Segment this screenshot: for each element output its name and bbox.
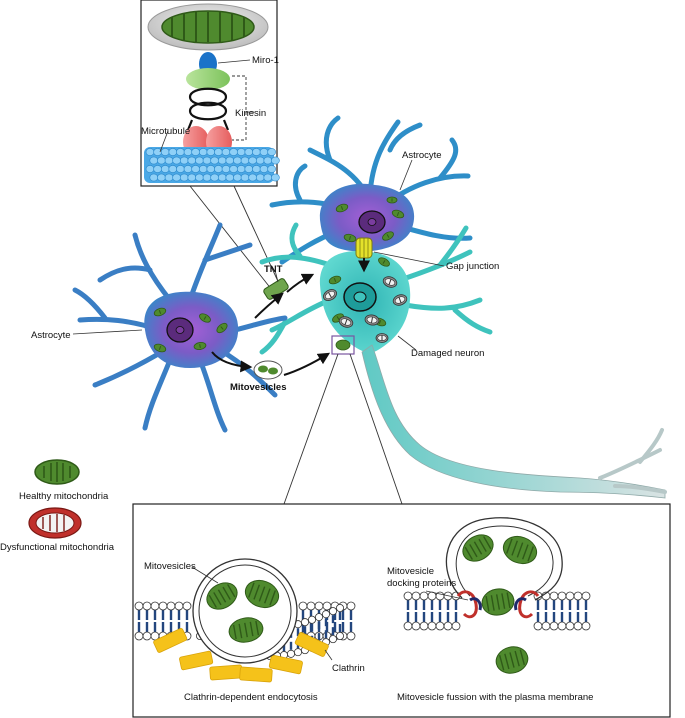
mitovesicle-endocytosis [192,558,298,664]
endocytosis-panel [132,503,671,718]
label-healthy-mitochondria: Healthy mitochondria [19,491,109,502]
healthy-mitochondrion [462,534,494,562]
healthy-mitochondrion [206,582,238,610]
mitochondria-in-vesicle-left [206,579,280,643]
tunneling-nanotube [263,278,289,300]
label-miro1: Miro-1 [252,55,279,66]
transport-inset [140,0,280,187]
legend [28,459,82,539]
healthy-mitochondrion [495,646,529,674]
healthy-mitochondrion [391,209,405,219]
damaged-neuron-dendrites [259,222,493,355]
healthy-mitochondrion [244,579,280,609]
inset-connector-right [233,185,283,291]
label-tnt: TNT [264,264,283,275]
docking-proteins [456,590,540,619]
mitochondria-fusion-right [462,534,538,674]
dysfunctional-mitochondrion [364,314,380,326]
healthy-mitochondrion [335,203,349,213]
axon-terminals [598,428,667,494]
label-docking-line1: Mitovesicle [387,566,434,577]
label-astrocyte-left: Astrocyte [31,330,71,341]
gap-junction [355,237,373,273]
healthy-mitochondrion [328,275,342,285]
healthy-mitochondrion [378,257,390,267]
label-dysfunctional-mitochondria: Dysfunctional mitochondria [0,542,115,553]
healthy-mitochondrion [228,617,264,643]
zoom-connector-right [349,353,403,505]
healthy-mitochondrion [343,233,357,243]
dysfunctional-mitochondrion [382,276,398,288]
healthy-mitochondrion [153,343,167,353]
dysfunctional-mitochondrion [323,289,337,301]
dysfunctional-mitochondrion [392,294,408,306]
healthy-mitochondrion [193,341,207,351]
label-gap-junction: Gap junction [446,261,499,272]
mitovesicle-fusion [445,517,563,601]
dysfunctional-mitochondrion [375,333,389,343]
label-astrocyte-top: Astrocyte [402,150,442,161]
label-docking-line2: docking proteins [387,578,456,589]
caption-vesicle-fusion: Mitovesicle fussion with the plasma memb… [397,692,593,703]
inset-connector-left [189,185,273,291]
healthy-mitochondrion [382,231,394,241]
transfer-arrows [211,273,331,376]
mitovesicle-mid [253,360,283,380]
label-microtubule: Microtubule [141,126,190,137]
label-kinesin: Kinesin [235,108,266,119]
dysfunctional-mitochondrion [338,316,354,328]
caption-clathrin-endocytosis: Clathrin-dependent endocytosis [184,692,318,703]
healthy-mitochondrion [386,196,398,204]
label-clathrin: Clathrin [332,663,365,674]
clathrin-coat [153,628,329,683]
zoom-connector-left [283,353,339,505]
dysfunctional-mitochondria-scatter [323,276,408,343]
label-damaged-neuron: Damaged neuron [411,348,484,359]
axon [361,344,666,499]
healthy-mitochondrion [153,307,167,317]
label-mitovesicles-bottom: Mitovesicles [144,561,196,572]
healthy-mitochondrion [481,588,515,616]
zoom-source-box [331,335,355,355]
healthy-mitochondrion [502,535,538,565]
kinesin-bracket [232,75,247,141]
healthy-mitochondrion [199,313,211,323]
kinesin-tail [186,68,230,90]
healthy-mitochondrion [216,322,228,334]
label-mitovesicles-mid: Mitovesicles [230,382,287,393]
microtubule [144,147,280,183]
